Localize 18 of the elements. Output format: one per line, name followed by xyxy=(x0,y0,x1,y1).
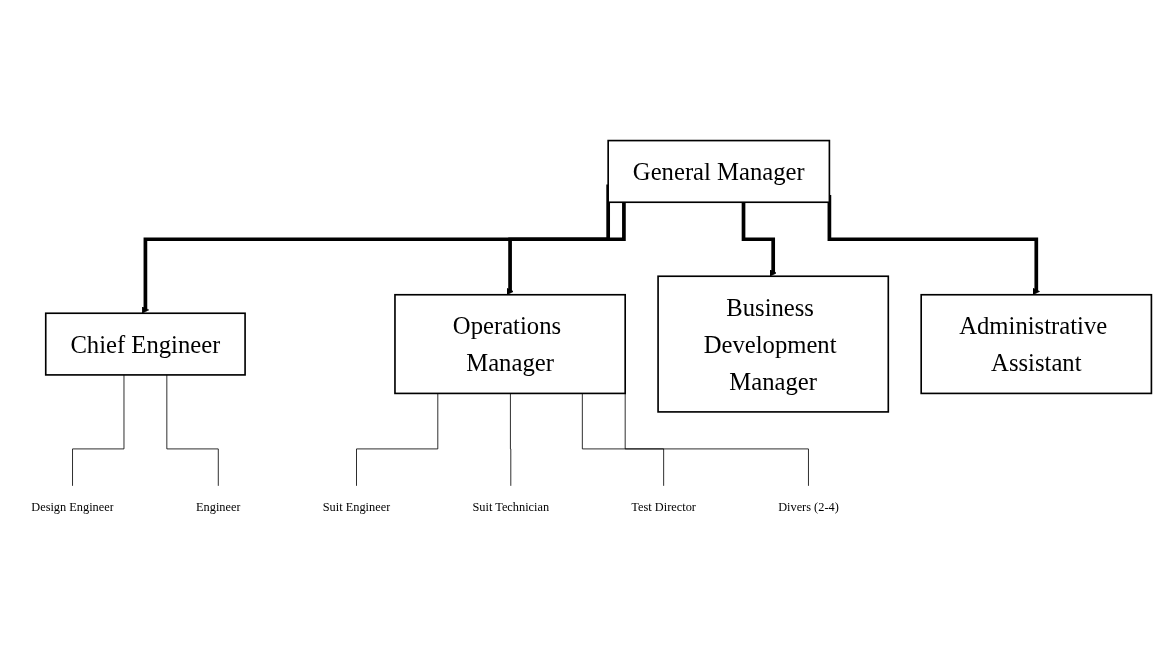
connector xyxy=(166,374,219,486)
node-box: General Manager xyxy=(607,139,831,203)
node-text: Divers (2-4) xyxy=(778,500,839,514)
node-box: Business Development Manager xyxy=(657,275,890,413)
connector xyxy=(510,392,512,486)
connector xyxy=(356,392,439,486)
node-box: Operations Manager xyxy=(394,293,626,394)
node-text: Engineer xyxy=(196,500,241,514)
arrow xyxy=(506,201,626,295)
node-text: Test Director xyxy=(631,500,696,514)
node-box: Chief Engineer xyxy=(44,312,246,376)
connector xyxy=(72,374,125,486)
node-text: Suit Engineer xyxy=(322,500,391,514)
node-text: Suit Technician xyxy=(472,500,550,514)
arrow xyxy=(741,201,777,277)
node-text: Design Engineer xyxy=(31,500,114,514)
connector xyxy=(581,392,665,486)
node-box: Administrative Assistant xyxy=(920,293,1153,394)
